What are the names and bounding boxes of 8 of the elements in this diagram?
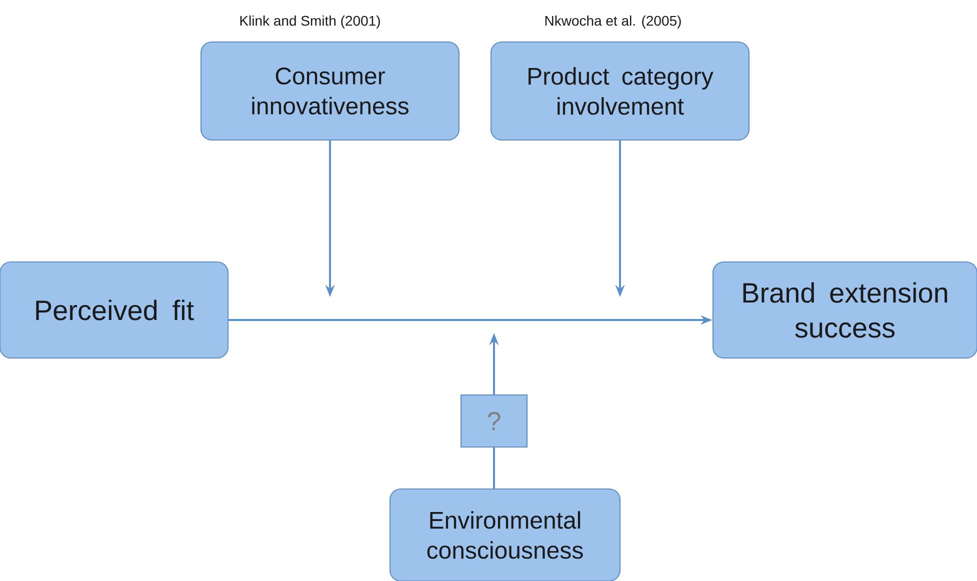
citation: Klink and Smith (2001)	[240, 15, 380, 29]
concept-box: Consumer innovativeness	[200, 41, 460, 141]
citation: Nkwocha et al. (2005)	[545, 15, 681, 29]
concept-box: Product category involvement	[490, 41, 750, 141]
question-mark-box: ?	[460, 394, 528, 448]
concept-box: Perceived fit	[0, 261, 229, 359]
concept-box: Brand extension success	[712, 261, 977, 359]
concept-box: Environmental consciousness	[389, 488, 621, 581]
